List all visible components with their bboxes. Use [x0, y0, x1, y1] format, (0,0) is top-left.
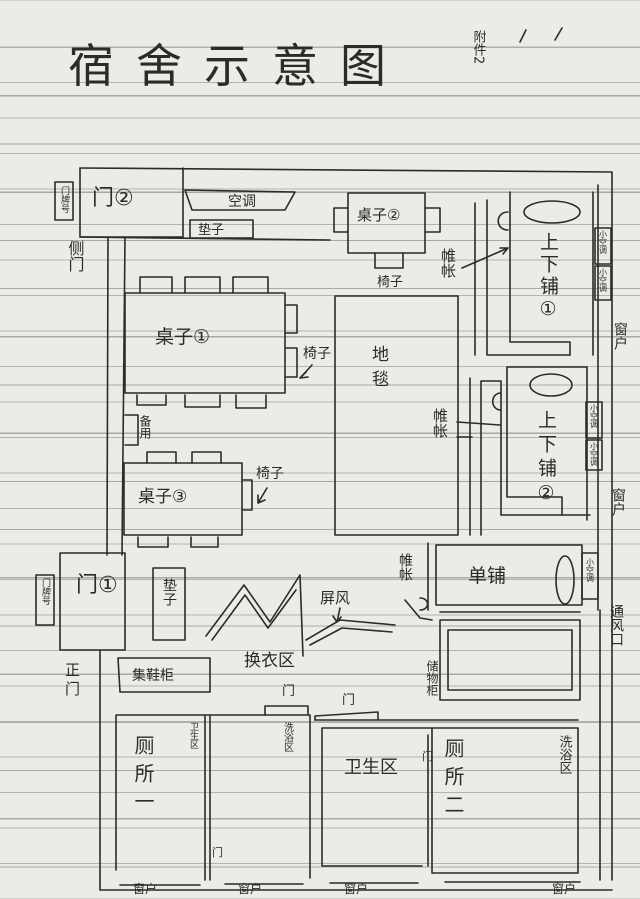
door-plate-top	[54, 181, 74, 221]
single-bed-label: 单铺	[468, 565, 506, 587]
ac-label: 空调	[228, 194, 256, 210]
table-1	[124, 276, 298, 409]
attachment-label: 附件2	[471, 30, 487, 64]
arrow-icon	[299, 364, 313, 379]
bunk-1-label: 上下铺①	[537, 232, 559, 323]
chair-t3-label: 椅子	[256, 466, 284, 482]
curtain-2-label: 帷帐	[431, 408, 449, 438]
bunk-bed-1	[474, 191, 594, 356]
vent-label: 通风口	[608, 604, 624, 646]
arrow-icon	[456, 421, 501, 438]
tick-marks	[519, 27, 563, 43]
bunk-bed-2	[469, 366, 591, 536]
door-label: 门	[212, 845, 223, 859]
spare-chair-label: 备用	[138, 415, 152, 440]
door-1-label: 门①	[76, 573, 118, 598]
changing-area-label: 换衣区	[244, 651, 295, 671]
door-label: 门	[282, 684, 295, 699]
window-label-bottom-3: 窗户	[344, 881, 368, 896]
arrow-icon	[257, 487, 268, 504]
spare-chair	[124, 414, 139, 446]
mat-top-label: 垫子	[198, 222, 224, 238]
single-bed	[427, 542, 583, 613]
small-ac-label: 小空调	[599, 230, 608, 255]
curtain-3-label: 帷帐	[397, 553, 413, 581]
storage-cabinet	[439, 619, 581, 701]
small-ac-label: 小空调	[586, 558, 595, 583]
table-2-label: 桌子②	[357, 206, 400, 224]
curtain-1-label: 帷帐	[439, 248, 457, 278]
chair-t2-label: 椅子	[377, 275, 403, 290]
side-door-label: 侧门	[66, 240, 85, 273]
window-label-bottom-4: 窗户	[552, 881, 576, 896]
mat-main-label: 垫子	[161, 578, 177, 606]
small-ac-label: 小空调	[599, 268, 608, 293]
door-plate-main	[35, 574, 55, 626]
storage-cabinet-inner	[447, 629, 573, 691]
screen-label: 屏风	[320, 589, 350, 607]
mat-top	[189, 219, 254, 239]
arrow-icon	[461, 247, 509, 269]
mat-main	[152, 567, 186, 641]
hygiene-small-label: 卫生区	[188, 722, 199, 749]
window-label-bottom-1: 窗户	[133, 881, 157, 896]
window-label-bottom-2: 窗户	[238, 881, 262, 896]
arrow-icon	[332, 607, 342, 623]
folding-screen-2	[305, 619, 396, 646]
main-door-label: 正门	[63, 662, 81, 700]
hygiene-area-label: 卫生区	[344, 757, 398, 778]
table-1-label: 桌子①	[155, 326, 210, 348]
toilet-1-label: 厕所一	[131, 735, 155, 819]
bathroom-block	[115, 705, 581, 886]
folding-screen	[205, 574, 304, 657]
table-3-label: 桌子③	[138, 487, 187, 507]
bunk-2-label: 上下铺②	[535, 410, 557, 509]
bath-2-label: 洗浴区	[557, 735, 573, 774]
door-label: 门	[422, 749, 433, 763]
arrow-icon	[404, 597, 433, 621]
small-ac-label: 小空调	[590, 404, 599, 429]
bath-1-label: 洗浴区	[282, 722, 294, 752]
title: 宿舍示意图	[68, 39, 408, 93]
window-label-right-2: 窗户	[610, 487, 626, 517]
table-2	[333, 192, 441, 269]
door-2-label: 门②	[92, 186, 134, 211]
small-ac-units	[581, 227, 612, 600]
door-plate-main-label: 门牌号	[40, 577, 51, 606]
shoe-cabinet	[117, 657, 211, 693]
door-plate-top-label: 门牌号	[59, 185, 70, 214]
window-label-right-1: 窗户	[612, 321, 628, 351]
carpet	[334, 295, 459, 536]
shoe-cabinet-label: 集鞋柜	[132, 667, 174, 684]
ac-unit	[184, 189, 296, 211]
toilet-2-label: 厕所二	[441, 738, 465, 822]
small-ac-label: 小空调	[590, 442, 599, 467]
storage-cabinet-label: 储物柜	[425, 659, 439, 696]
table-3	[123, 451, 253, 548]
carpet-label: 地毯	[368, 345, 389, 395]
chair-t1-label: 椅子	[303, 346, 331, 362]
door-label: 门	[342, 693, 355, 708]
